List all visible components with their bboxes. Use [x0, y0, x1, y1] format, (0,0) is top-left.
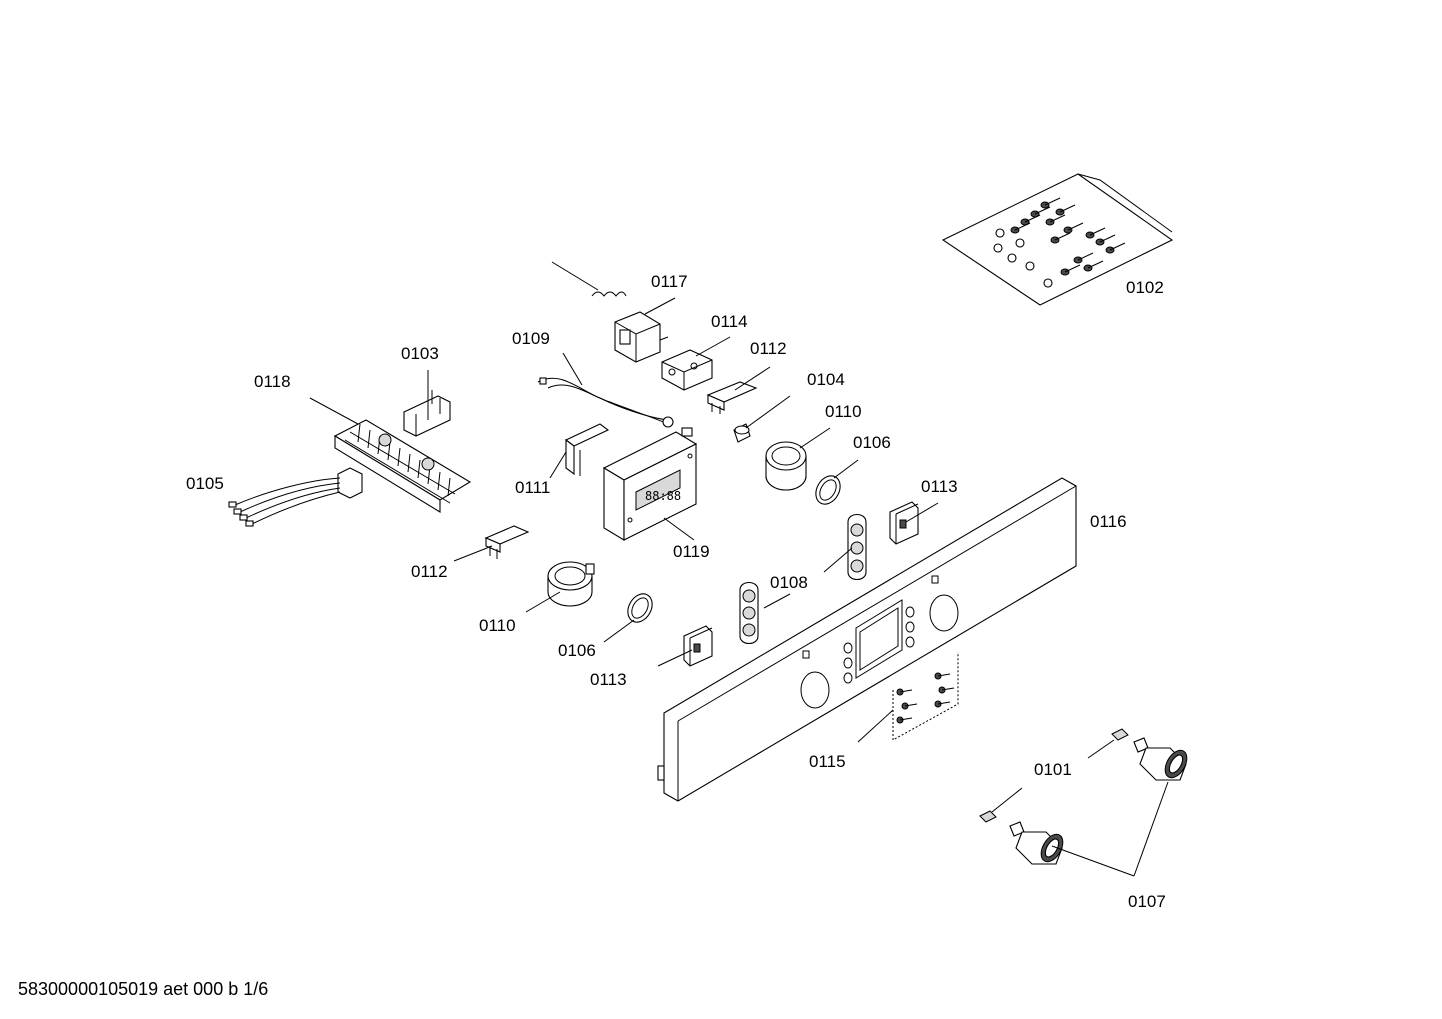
part-label-0102: 0102 [1126, 278, 1164, 297]
part-labels: 0102 0117 0114 0109 0103 0112 0104 0118 0110 0106… [186, 272, 1166, 911]
control-knob-lower-part [1009, 821, 1064, 865]
terminal-block-part [333, 419, 472, 513]
knob-housing-upper-part [765, 441, 807, 491]
light-guide-upper-part [847, 513, 867, 581]
clock-module-part: 88:88 [602, 427, 698, 541]
part-label-0110b: 0110 [479, 616, 516, 635]
small-bracket-part [403, 390, 451, 437]
wire-set-part [228, 467, 363, 527]
knob-housing-lower-part [547, 561, 595, 607]
panel-display-window [855, 599, 903, 679]
part-label-0119: 0119 [673, 542, 710, 561]
part-label-0110a: 0110 [825, 402, 862, 421]
part-label-0101: 0101 [1034, 760, 1072, 779]
part-label-0112a: 0112 [750, 339, 787, 358]
part-label-0108: 0108 [770, 573, 808, 592]
part-label-0116: 0116 [1090, 512, 1127, 531]
part-label-0113a: 0113 [921, 477, 958, 496]
panel-knob-hole-right [929, 594, 959, 632]
part-label-0113b: 0113 [590, 670, 627, 689]
lamp-holder-part [733, 423, 751, 443]
part-label-0117: 0117 [651, 272, 688, 291]
switch-lower-part [683, 625, 713, 667]
part-label-0104: 0104 [807, 370, 845, 389]
panel-button-holes [843, 606, 915, 684]
part-label-0105: 0105 [186, 474, 224, 493]
part-label-0109: 0109 [512, 329, 550, 348]
svg-text:88:88: 88:88 [645, 489, 681, 503]
screw-bag-part [941, 173, 1174, 306]
panel-knob-hole-left [800, 671, 830, 709]
screw-set-part [892, 652, 959, 741]
part-label-0111: 0111 [515, 478, 550, 497]
switch-upper-part [889, 501, 919, 545]
light-guide-lower-part [739, 581, 759, 645]
control-panel-part [657, 477, 1077, 802]
part-label-0106a: 0106 [853, 433, 891, 452]
ring-upper-part [815, 475, 841, 505]
clip-lower-part [484, 525, 530, 559]
part-label-0115: 0115 [809, 752, 846, 771]
screw-group [993, 197, 1126, 288]
thermostat-part [551, 261, 669, 363]
ring-lower-part [627, 593, 653, 623]
knob-insert-upper-part [1111, 728, 1129, 741]
part-label-0112b: 0112 [411, 562, 448, 581]
part-label-0103: 0103 [401, 344, 439, 363]
part-label-0118: 0118 [254, 372, 291, 391]
drawing-reference-number: 58300000105019 aet 000 b 1/6 [18, 979, 269, 999]
knob-insert-lower-part [979, 810, 997, 823]
part-label-0114: 0114 [711, 312, 748, 331]
wire-harness-part [537, 377, 674, 428]
clip-top-part [706, 381, 758, 414]
control-knob-upper-part [1133, 737, 1188, 781]
part-label-0107: 0107 [1128, 892, 1166, 911]
part-label-0106b: 0106 [558, 641, 596, 660]
bracket-part [661, 349, 713, 391]
lever-part [564, 423, 610, 476]
